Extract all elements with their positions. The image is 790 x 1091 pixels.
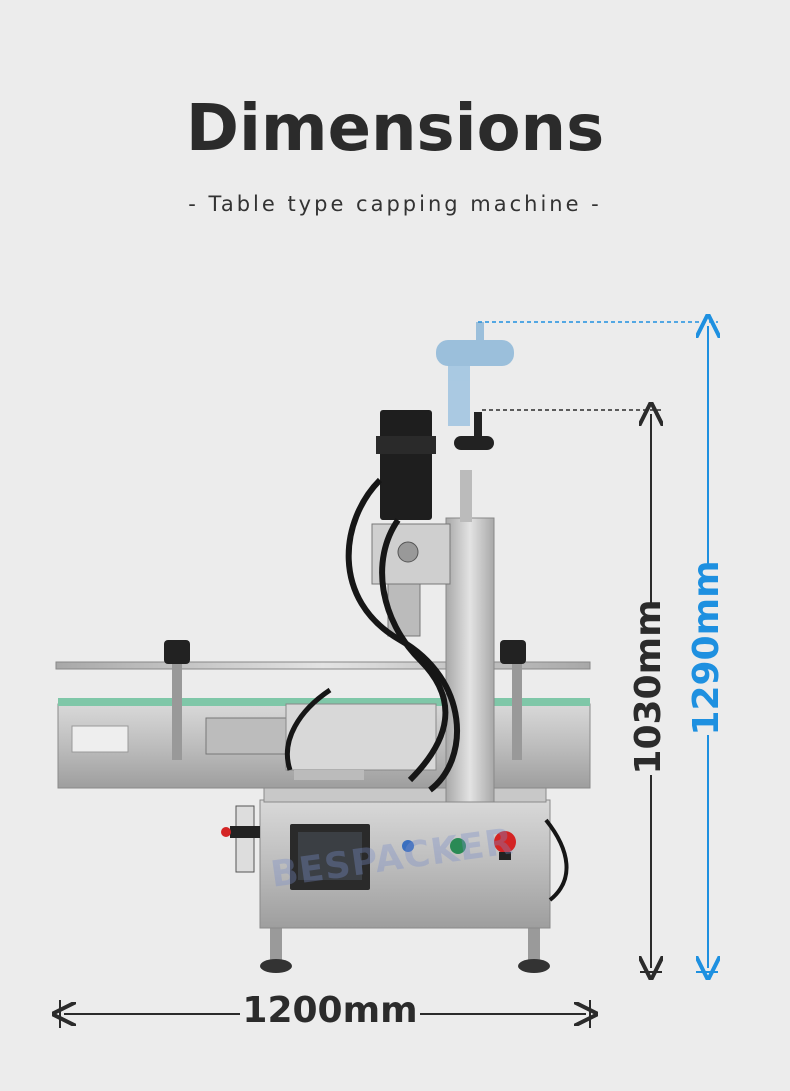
height-1290-dimension-label: 1290mm <box>686 560 727 736</box>
height-1290-dimension-line <box>478 322 718 972</box>
width-dimension-label: 1200mm <box>240 990 420 1031</box>
capping-machine-image <box>55 322 591 973</box>
page-title: Dimensions <box>185 92 605 166</box>
height-1030-dimension-label: 1030mm <box>628 599 669 775</box>
height-1030-dimension-line <box>482 410 662 972</box>
width-dimension-line <box>60 1000 590 1028</box>
raised-handle-ghost <box>436 322 514 426</box>
page-subtitle: - Table type capping machine - <box>188 192 602 216</box>
